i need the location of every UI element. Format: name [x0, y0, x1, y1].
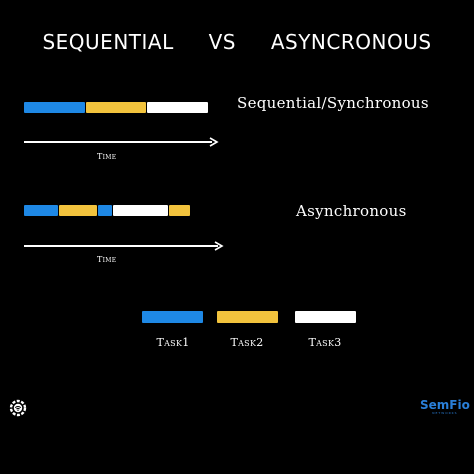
page-title: SEQUENTIAL VS ASYNCRONOUS: [0, 30, 474, 54]
seq-bar-task3: [147, 102, 208, 113]
sequential-label: Sequential/Synchronous: [237, 94, 429, 112]
legend-label-task2: Task2: [230, 336, 264, 349]
async-bar-task2-b: [169, 205, 190, 216]
async-bar-task2: [59, 205, 97, 216]
async-bar-task1: [24, 205, 58, 216]
async-time-label: Time: [97, 255, 117, 264]
brand-tagline: NETWORKS: [432, 411, 458, 415]
title-left: SEQUENTIAL: [42, 30, 174, 54]
legend-swatch-task2: [217, 311, 278, 323]
asynchronous-label: Asynchronous: [296, 202, 407, 220]
title-vs: VS: [208, 30, 236, 54]
seq-bar-task1: [24, 102, 85, 113]
title-right: ASYNCRONOUS: [270, 30, 432, 54]
gear-wifi-icon: [8, 398, 28, 422]
async-bar-task1-b: [98, 205, 112, 216]
brand-logo: SemFio NETWORKS: [420, 399, 470, 415]
legend-swatch-task1: [142, 311, 203, 323]
seq-time-label: Time: [97, 152, 117, 161]
legend-label-task3: Task3: [308, 336, 342, 349]
seq-time-axis: [24, 141, 212, 143]
async-bar-task3: [113, 205, 168, 216]
seq-bar-task2: [86, 102, 146, 113]
brand-name: SemFio: [420, 398, 470, 412]
async-time-axis: [24, 245, 218, 247]
legend-label-task1: Task1: [156, 336, 190, 349]
legend-swatch-task3: [295, 311, 356, 323]
